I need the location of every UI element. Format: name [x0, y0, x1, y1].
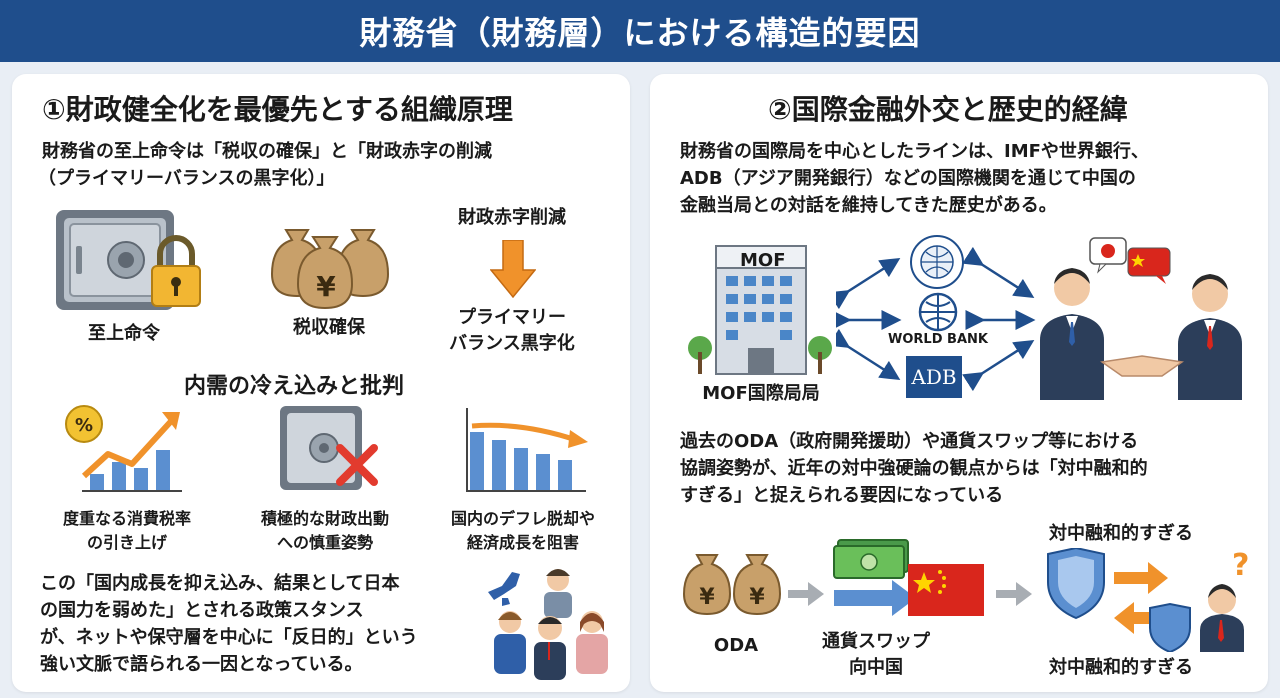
section-title-demand: 内需の冷え込みと批判: [184, 374, 405, 399]
swap-line2: 向中国: [849, 657, 903, 678]
conclusion-line2: の国力を弱めた」とされる政策スタンス: [40, 600, 364, 621]
appeasement-label-bottom: 対中融和的すぎる: [1049, 657, 1193, 678]
conclusion-line4: 強い文脈で語られる一因となっている。: [40, 654, 363, 675]
yen-symbol: ¥: [316, 270, 336, 303]
effect-2-line1: 積極的な財政出動: [260, 509, 389, 528]
effect-1-line2: の引き上げ: [86, 533, 167, 552]
history-line3: すぎる」と捉えられる要因になっている: [680, 485, 1004, 506]
oda-money-bags-icon: ¥ ¥: [680, 544, 790, 624]
adb-logo: ADB: [906, 356, 962, 398]
left-intro-line1: 財務省の至上命令は「税収の確保」と「財政赤字の削減: [42, 141, 492, 162]
cash-swap-icon: [830, 538, 920, 618]
mof-building-icon: [686, 240, 836, 380]
oda-label: ODA: [713, 635, 759, 656]
rising-tax-chart-icon: %: [62, 402, 192, 492]
grey-arrow-icon-2: [996, 582, 1032, 606]
page-title: 財務省（財務層）における構造的要因: [0, 0, 1280, 62]
bags-label: 税収確保: [293, 317, 365, 338]
blocked-safe-icon: [278, 404, 388, 494]
history-line1: 過去のODA（政府開発援助）や通貨スワップ等における: [680, 431, 1139, 452]
pb-line1: プライマリー: [458, 307, 566, 328]
money-bags-icon: ¥: [262, 214, 392, 314]
right-intro-line3: 金融当局との対話を維持してきた歴史がある。: [680, 195, 1057, 216]
left-intro-line2: （プライマリーバランスの黒字化）」: [38, 168, 335, 189]
safe-lock-icon: [54, 206, 202, 316]
mof-label: MOF国際局局: [702, 383, 820, 404]
swap-line1: 通貨スワップ: [822, 631, 930, 652]
china-flag-icon: [908, 564, 984, 616]
world-bank-label: WORLD BANK: [888, 332, 988, 347]
panel-international-finance: ②国際金融外交と歴史的経緯 財務省の国際局を中心としたラインは、IMFや世界銀行…: [650, 74, 1268, 692]
safe-label: 至上命令: [88, 323, 160, 344]
declining-chart-icon: [464, 404, 594, 494]
conclusion-line1: この「国内成長を抑え込み、結果として日本: [40, 573, 400, 594]
japanese-people-map-icon: [480, 562, 620, 682]
effect-1-line1: 度重なる消費税率: [62, 509, 191, 528]
question-mark-icon: ?: [1232, 548, 1250, 583]
conclusion-line3: が、ネットや保守層を中心に「反日的」という: [40, 627, 418, 648]
mof-sign: MOF: [740, 250, 786, 271]
imf-seal-icon: [904, 234, 970, 290]
shield-exchange-icon: [1044, 548, 1254, 652]
percent-symbol: %: [75, 415, 93, 436]
down-arrow-icon: [490, 240, 536, 298]
world-bank-globe-icon: [918, 292, 958, 332]
left-panel-title: ①財政健全化を最優先とする組織原理: [42, 93, 513, 126]
history-line2: 協調姿勢が、近年の対中強硬論の観点からは「対中融和的: [680, 458, 1148, 479]
svg-text:¥: ¥: [699, 585, 715, 610]
right-intro-line2: ADB（アジア開発銀行）などの国際機関を通じて中国の: [680, 168, 1136, 189]
effect-3-line1: 国内のデフレ脱却や: [450, 509, 595, 528]
svg-text:¥: ¥: [749, 585, 765, 610]
deficit-label: 財政赤字削減: [458, 207, 566, 228]
appeasement-label-top: 対中融和的すぎる: [1049, 523, 1193, 544]
pb-line2: バランス黒字化: [449, 333, 575, 354]
right-intro-line1: 財務省の国際局を中心としたラインは、IMFや世界銀行、: [680, 141, 1149, 162]
effect-2-line2: への慎重姿勢: [276, 533, 373, 552]
effect-3-line2: 経済成長を阻害: [466, 533, 579, 552]
connector-arrows: [836, 244, 1036, 394]
handshake-diplomats-icon: [1032, 232, 1252, 402]
right-panel-title: ②国際金融外交と歴史的経緯: [768, 93, 1128, 126]
grey-arrow-icon-1: [788, 582, 824, 606]
panel-fiscal-principle: ①財政健全化を最優先とする組織原理 財務省の至上命令は「税収の確保」と「財政赤字…: [12, 74, 630, 692]
